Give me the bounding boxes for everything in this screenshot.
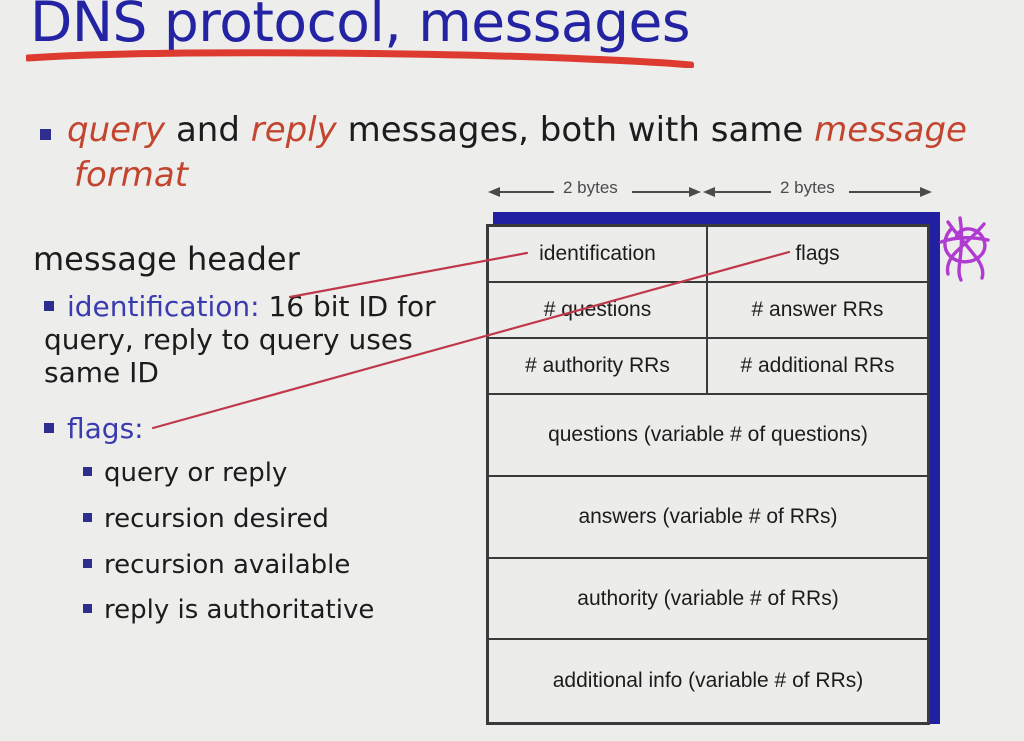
list-item-flag-recursion-desired: recursion desired	[83, 504, 329, 534]
cell-num-answer-rrs: # answer RRs	[751, 298, 884, 322]
bullet-square-icon	[83, 467, 92, 476]
byte-width-ruler	[488, 187, 932, 197]
table-row: authority (variable # of RRs)	[489, 559, 927, 641]
bullet-square-icon	[83, 513, 92, 522]
ruler-label-left: 2 bytes	[563, 178, 618, 197]
cell-questions-section: questions (variable # of questions)	[548, 423, 868, 447]
table-row: # authority RRs # additional RRs	[489, 339, 927, 396]
lead-bullet: query and reply messages, both with same…	[40, 108, 980, 153]
flag-sub-label: recursion available	[104, 550, 351, 580]
cell-flags: flags	[795, 242, 840, 266]
flag-sub-label: recursion desired	[104, 504, 329, 534]
page-title: DNS protocol, messages	[30, 0, 691, 54]
bullet-square-icon	[83, 604, 92, 613]
cell-authority-section: authority (variable # of RRs)	[577, 586, 839, 610]
flags-keyword: flags:	[67, 412, 144, 445]
list-item-flags: flags:	[44, 412, 144, 445]
flag-sub-label: query or reply	[104, 458, 288, 488]
cell-answers-section: answers (variable # of RRs)	[578, 504, 838, 528]
lead-message-emphasis: message	[814, 110, 967, 150]
list-item-identification: identification: 16 bit ID for query, rep…	[44, 290, 444, 389]
list-item-flag-query-or-reply: query or reply	[83, 458, 287, 488]
lead-format-emphasis: format	[74, 155, 189, 195]
table-row: answers (variable # of RRs)	[489, 477, 927, 559]
lead-middle: messages, both with same	[336, 110, 815, 150]
cell-num-questions: # questions	[489, 283, 708, 338]
lead-query-emphasis: query	[67, 110, 166, 150]
cell-num-additional-rrs: # additional RRs	[740, 354, 895, 378]
list-item-flag-recursion-available: recursion available	[83, 550, 350, 580]
cell-identification: identification	[489, 227, 708, 282]
bullet-square-icon	[44, 423, 54, 433]
ruler-label-right: 2 bytes	[780, 178, 835, 197]
dns-message-format-table: identification flags # questions # answe…	[486, 224, 930, 725]
lead-and: and	[165, 110, 251, 150]
list-item-flag-reply-authoritative: reply is authoritative	[83, 595, 374, 625]
table-row: identification flags	[489, 227, 927, 284]
table-row: # questions # answer RRs	[489, 283, 927, 340]
bullet-square-icon	[40, 128, 51, 140]
bullet-square-icon	[44, 301, 54, 311]
cell-num-authority-rrs: # authority RRs	[489, 339, 708, 394]
cell-additional-info-section: additional info (variable # of RRs)	[552, 669, 864, 693]
flag-sub-label: reply is authoritative	[104, 595, 375, 625]
lead-bullet-text: query and reply messages, both with same…	[67, 110, 967, 150]
lead-reply-emphasis: reply	[250, 110, 337, 150]
bullet-square-icon	[83, 559, 92, 568]
table-row: questions (variable # of questions)	[489, 395, 927, 478]
identification-keyword: identification:	[67, 290, 260, 323]
message-header-label: message header	[33, 240, 300, 278]
table-row: additional info (variable # of RRs)	[489, 640, 927, 722]
purple-scribble-icon	[939, 216, 990, 282]
